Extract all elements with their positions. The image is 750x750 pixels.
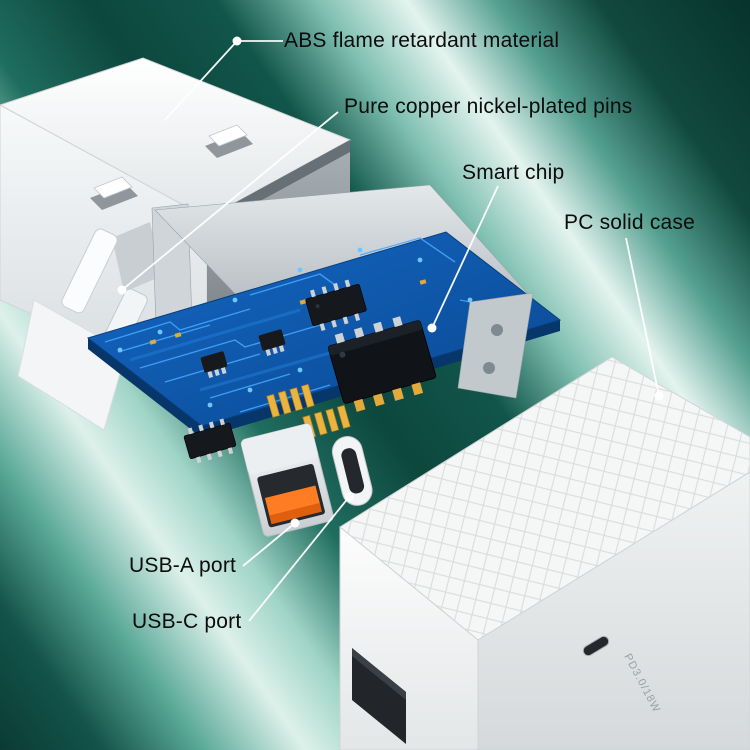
leader-usb-c — [248, 496, 350, 622]
transistor — [200, 351, 228, 378]
plug-flap — [17, 299, 127, 431]
shield-flange — [457, 292, 534, 399]
label-abs-material: ABS flame retardant material — [284, 29, 560, 52]
leader-pc-case — [625, 237, 660, 397]
shell-clip — [90, 176, 138, 210]
case-usb-a-cutout — [352, 648, 406, 744]
shell-clip — [205, 124, 253, 158]
smart-chip — [327, 316, 437, 412]
soic-chip — [305, 279, 367, 331]
callout-dots — [117, 36, 664, 528]
pc-case: PD3.0/18W — [339, 356, 750, 750]
usb-a-tongue — [264, 485, 321, 518]
usb-c-port — [331, 436, 373, 506]
usb-a-port — [240, 423, 334, 537]
leader-usb-a — [242, 522, 296, 567]
label-usb-a-port: USB-A port — [129, 554, 237, 577]
label-copper-pins: Pure copper nickel-plated pins — [344, 95, 633, 118]
leader-copper-pins — [121, 111, 339, 291]
pcb-board — [86, 231, 562, 464]
leader-smart-chip — [431, 185, 499, 329]
soic-chip — [183, 418, 237, 464]
pcb-vias — [117, 247, 503, 408]
transistor — [258, 329, 286, 356]
copper-pin-header — [266, 383, 315, 418]
label-smart-chip: Smart chip — [462, 161, 565, 184]
callout-lines — [121, 40, 660, 622]
label-usb-c-port: USB-C port — [132, 610, 242, 633]
case-usb-c-cutout — [582, 635, 610, 657]
label-pc-case: PC solid case — [564, 211, 695, 234]
